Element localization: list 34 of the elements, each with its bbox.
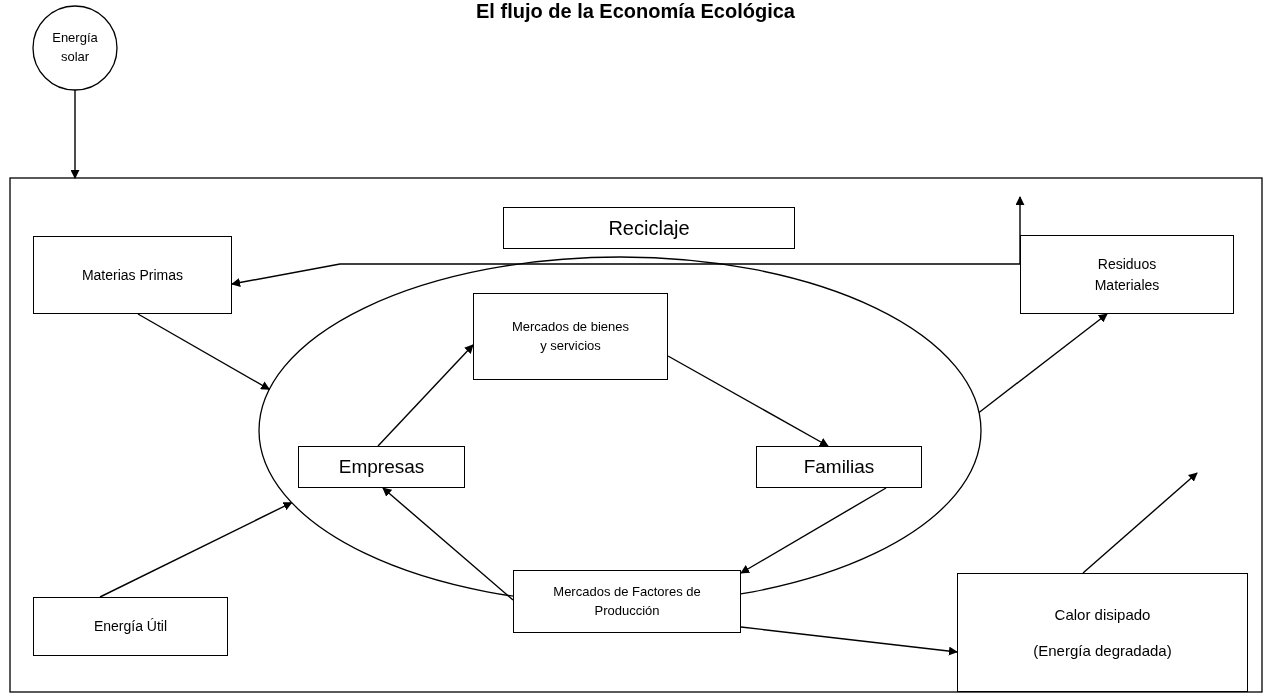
node-label: Reciclaje [608,215,690,241]
node-label: Materias Primas [81,265,184,285]
arrow [99,501,293,598]
process-box [513,570,741,633]
arrow [231,263,1021,287]
arrow [740,626,958,656]
node-label: Familias [803,455,875,480]
node-label: Mercados de Factores de Producción [552,582,702,620]
system-boundary-box [10,178,1262,692]
arrow [740,487,887,574]
node-label: Calor disipado [1054,604,1151,625]
process-box [756,446,922,488]
arrow [137,313,271,391]
process-box [298,446,465,488]
process-box [957,573,1248,692]
arrow [1082,472,1198,574]
node-label: Mercados de bienes y servicios [510,317,631,355]
process-box [473,293,668,380]
process-box [33,597,228,656]
node-label: Energía solar [51,29,99,66]
diagram-title: El flujo de la Economía Ecológica [475,0,796,23]
node-label: (Energía degradada) [1033,640,1172,661]
process-box [1020,235,1234,314]
arrow [377,344,474,447]
arrow [667,355,829,447]
arrow [382,487,514,601]
arrow [978,313,1108,414]
node-label: Empresas [338,455,425,480]
circle-node [33,6,117,90]
node-label: Energía Útil [93,617,168,637]
node-label: Residuos Materiales [1093,255,1161,295]
process-box [503,207,795,249]
process-box [33,236,232,314]
arrow [70,89,80,179]
